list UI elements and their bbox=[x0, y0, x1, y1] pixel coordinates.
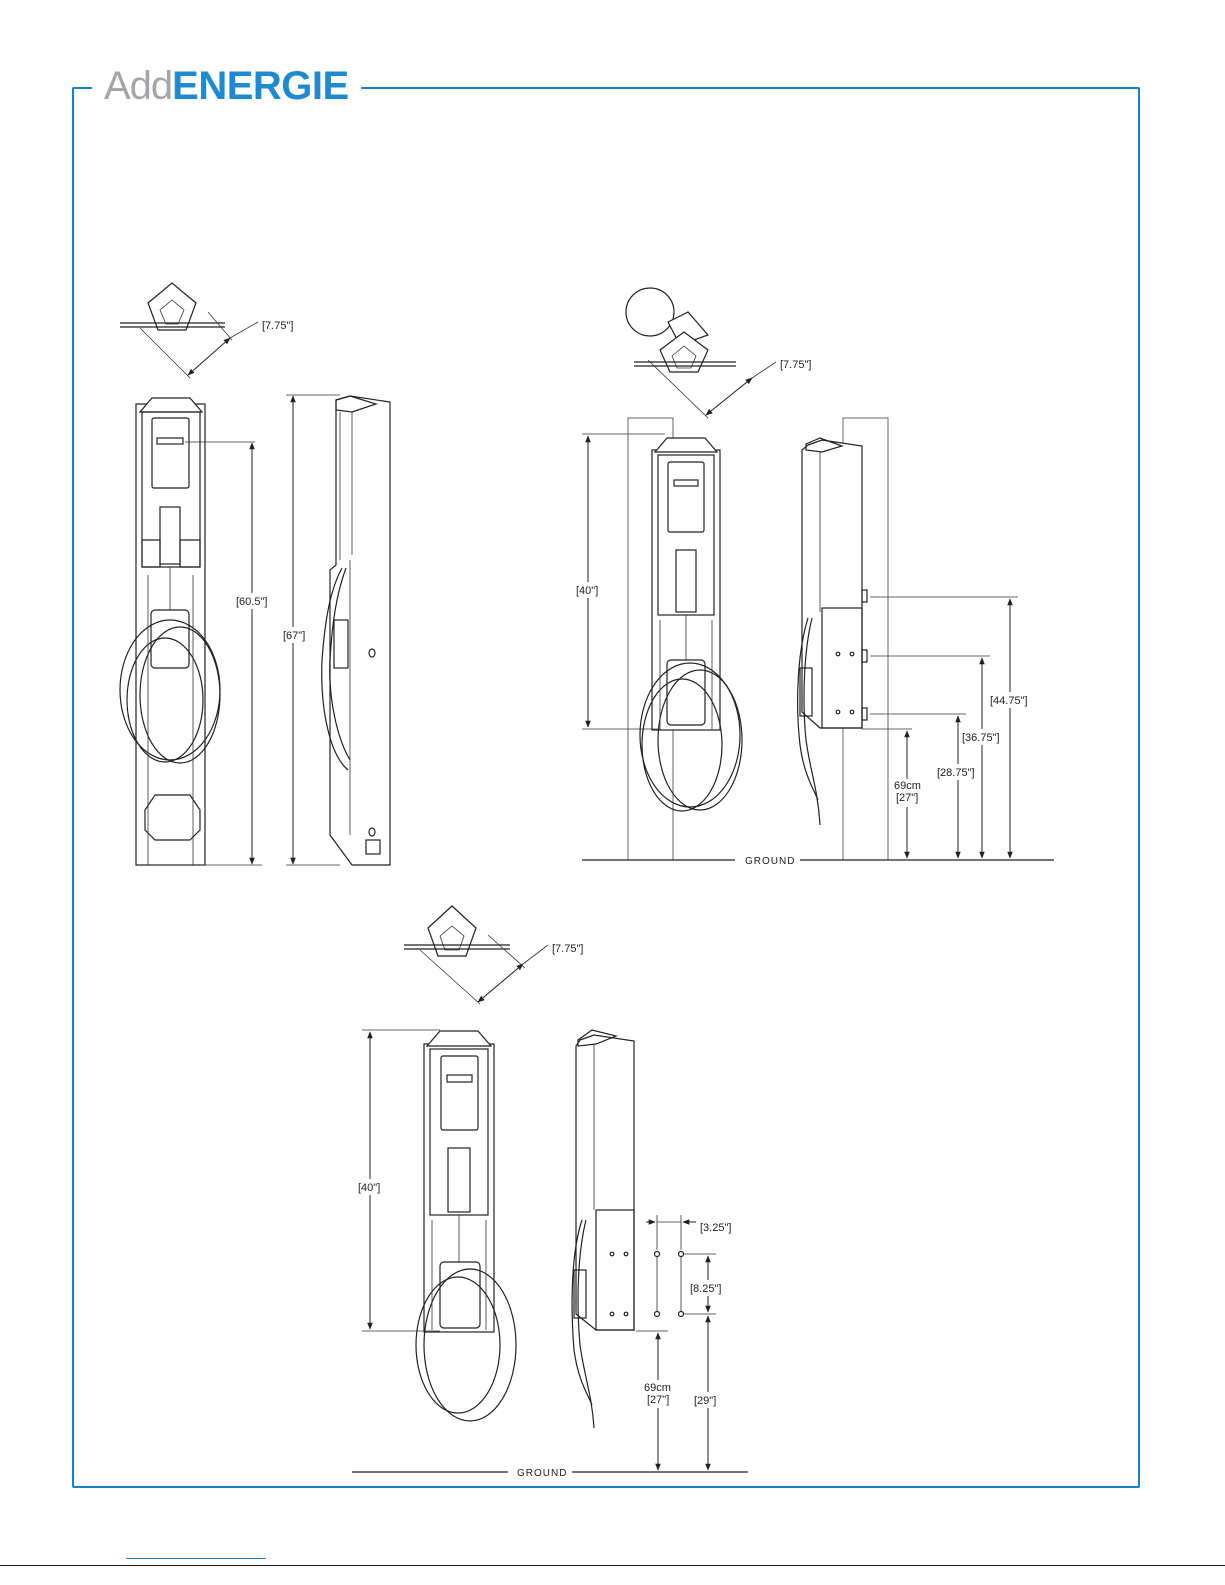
footer-link-underline bbox=[126, 1558, 266, 1559]
wall-unit-height: [40"] bbox=[358, 1182, 380, 1194]
wall-front-unit bbox=[416, 1031, 516, 1421]
wall-mount-view: [7.75"] [40"] bbox=[352, 906, 748, 1479]
wall-ground-label: GROUND bbox=[517, 1468, 567, 1479]
pedestal-total-height: [67"] bbox=[283, 630, 305, 642]
pole-front-unit bbox=[640, 438, 742, 811]
pole-mount-view: [7.75"] [40"] bbox=[572, 288, 1054, 867]
pole-bracket-low-height: [28.75"] bbox=[937, 767, 975, 779]
pole-depth-label: [7.75"] bbox=[780, 359, 811, 371]
pole-ground-label: GROUND bbox=[745, 856, 795, 867]
pole-unit-height: [40"] bbox=[576, 585, 598, 597]
wall-top-view: [7.75"] bbox=[404, 906, 583, 1004]
pedestal-front-view bbox=[120, 398, 255, 865]
pedestal-depth-label: [7.75"] bbox=[262, 320, 293, 332]
pole-base-cm: 69cm bbox=[894, 780, 921, 792]
pedestal-side-view bbox=[322, 396, 390, 865]
pole-bracket-mid-height: [36.75"] bbox=[962, 732, 1000, 744]
wall-hole-height: [29"] bbox=[694, 1395, 716, 1407]
wall-hole-spacing-h: [3.25"] bbox=[700, 1222, 731, 1234]
pole-side-unit bbox=[798, 438, 867, 825]
wall-depth-label: [7.75"] bbox=[552, 943, 583, 955]
footer-rule bbox=[0, 1565, 1225, 1566]
pedestal-view: [7.75"] [60.5"] bbox=[120, 283, 390, 865]
pedestal-height-to-screen: [60.5"] bbox=[236, 596, 267, 608]
wall-hole-spacing-v: [8.25"] bbox=[690, 1283, 721, 1295]
pole-base-in: [27"] bbox=[896, 792, 918, 804]
wall-base-in: [27"] bbox=[647, 1394, 669, 1406]
pole-top-view: [7.75"] bbox=[626, 288, 811, 418]
wall-base-cm: 69cm bbox=[644, 1382, 671, 1394]
wall-side-unit bbox=[572, 1030, 634, 1428]
pole-bracket-top-height: [44.75"] bbox=[990, 695, 1028, 707]
pedestal-top-view: [7.75"] bbox=[120, 283, 293, 378]
wall-mounting-holes: [3.25"] [8.25"] bbox=[646, 1215, 731, 1317]
